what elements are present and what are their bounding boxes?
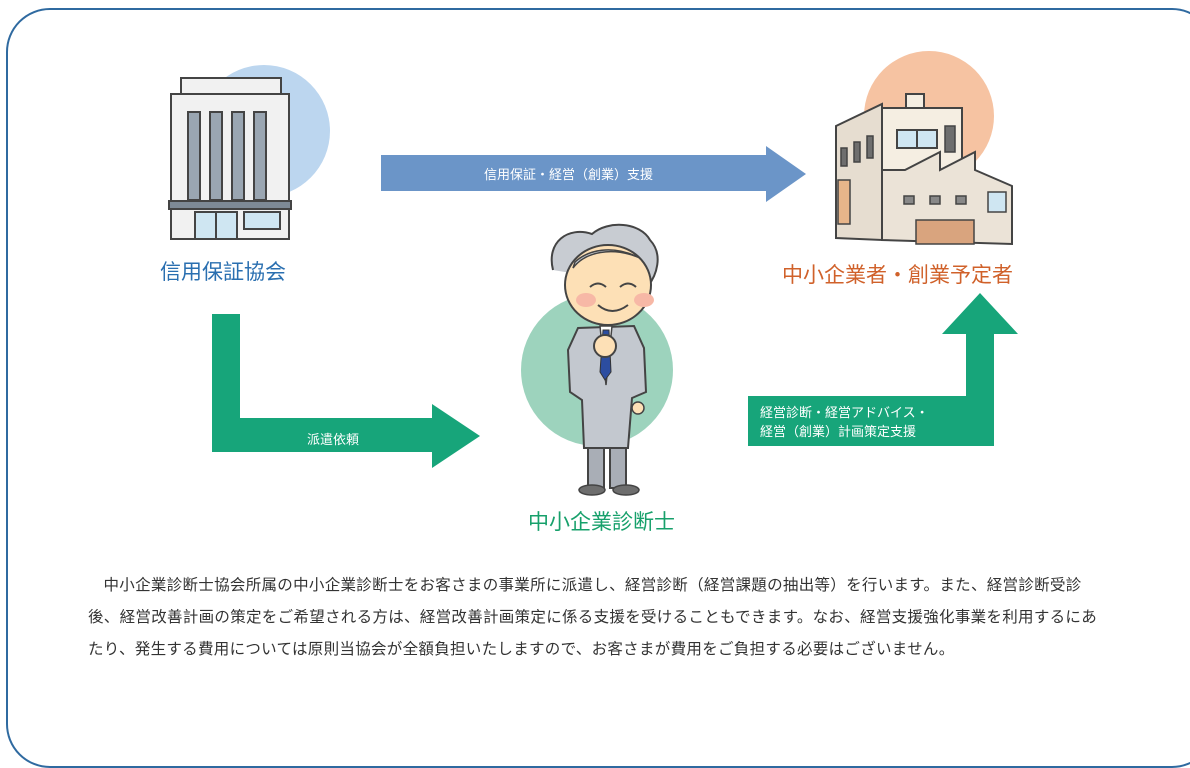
credit-guarantee-association-label: 信用保証協会	[160, 260, 286, 284]
diagnosis-label-line2: 経営（創業）計画策定支援	[760, 425, 917, 440]
office-building-icon	[168, 77, 292, 240]
diagnosis-support-arrow-label: 経営診断・経営アドバイス・ 経営（創業）計画策定支援	[760, 404, 929, 442]
consultant-figure-icon	[550, 223, 659, 496]
guarantee-support-arrow-label: 信用保証・経営（創業）支援	[484, 168, 654, 183]
sme-consultant-label: 中小企業診断士	[528, 510, 675, 534]
diagnosis-support-arrow	[748, 293, 1018, 446]
dispatch-request-arrow-label: 派遣依頼	[307, 433, 360, 448]
description-paragraph: 中小企業診断士協会所属の中小企業診断士をお客さまの事業所に派遣し、経営診断（経営…	[88, 576, 1098, 658]
diagram-canvas	[168, 51, 1018, 496]
dispatch-request-arrow	[212, 314, 480, 468]
sme-founders-label: 中小企業者・創業予定者	[782, 263, 1013, 287]
factory-building-icon	[835, 93, 1013, 246]
guarantee-support-arrow	[381, 146, 806, 202]
diagnosis-label-line1: 経営診断・経営アドバイス・	[760, 406, 929, 421]
